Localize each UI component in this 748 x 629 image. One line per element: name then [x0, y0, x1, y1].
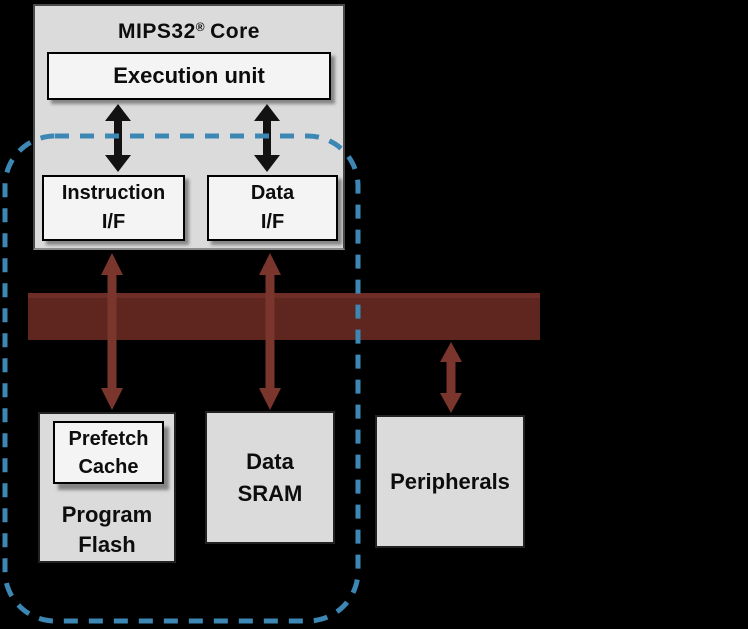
program-flash-label-line1: Program	[61, 502, 153, 527]
system-bus-bar	[28, 293, 540, 340]
core-title: MIPS32® Core	[33, 20, 345, 44]
data-sram-label-line1: Data	[246, 448, 294, 474]
prefetch-cache-box: Prefetch Cache	[53, 421, 164, 484]
bus-peripherals-arrow-icon	[440, 342, 462, 413]
data-sram-box: Data SRAM	[205, 411, 335, 544]
program-flash-label: Program Flash	[38, 500, 176, 560]
prefetch-cache-label-line1: Prefetch	[68, 428, 149, 450]
execution-unit-label: Execution unit	[113, 63, 265, 88]
peripherals-box: Peripherals	[375, 415, 525, 548]
core-title-word: Core	[210, 20, 260, 43]
prefetch-cache-label-line2: Cache	[78, 456, 139, 478]
instruction-if-label-line1: Instruction	[61, 182, 166, 204]
core-title-brand: MIPS32	[118, 20, 196, 43]
data-if-label-line1: Data	[250, 182, 295, 204]
data-if-box: Data I/F	[207, 175, 338, 241]
program-flash-label-line2: Flash	[78, 532, 136, 557]
instruction-if-box: Instruction I/F	[42, 175, 185, 241]
peripherals-label: Peripherals	[390, 468, 510, 494]
data-sram-label-line2: SRAM	[237, 480, 303, 506]
registered-trademark-mark: ®	[195, 20, 206, 34]
instruction-if-label-line2: I/F	[101, 211, 126, 233]
data-if-label-line2: I/F	[260, 211, 285, 233]
execution-unit-box: Execution unit	[47, 52, 331, 100]
